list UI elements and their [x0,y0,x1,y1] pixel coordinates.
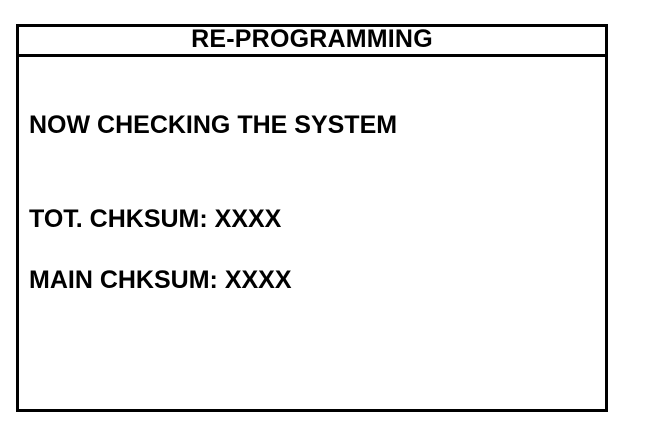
dialog-body: NOW CHECKING THE SYSTEM TOT. CHKSUM: XXX… [19,57,605,409]
reprogramming-dialog: RE-PROGRAMMING NOW CHECKING THE SYSTEM T… [16,24,608,412]
main-checksum-line: MAIN CHKSUM: XXXX [29,266,292,294]
dialog-title: RE-PROGRAMMING [191,25,433,53]
total-checksum-line: TOT. CHKSUM: XXXX [29,205,282,233]
status-message: NOW CHECKING THE SYSTEM [29,111,398,139]
dialog-title-bar: RE-PROGRAMMING [19,27,605,57]
